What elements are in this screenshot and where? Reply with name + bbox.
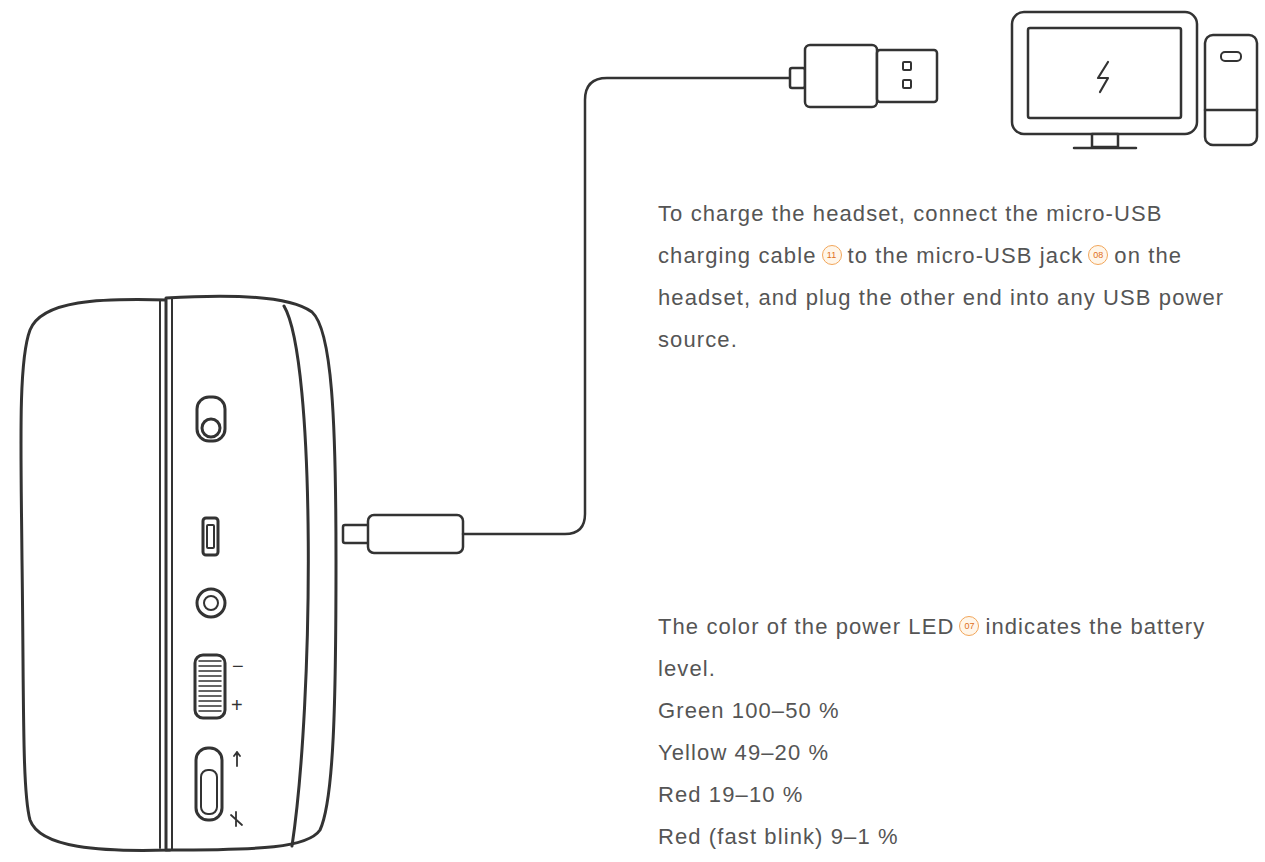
audio-jack-inner — [204, 596, 218, 610]
usb-a-hole — [903, 62, 911, 70]
micro-usb-jack-inner — [207, 525, 214, 548]
mic-on-symbol — [234, 752, 240, 766]
mute-slider-knob — [201, 770, 217, 814]
volume-sign: + — [231, 695, 243, 715]
seam — [159, 300, 161, 848]
callout-number: 11 — [822, 245, 842, 265]
usb-a-metal — [877, 50, 937, 102]
ear-cushion — [21, 299, 170, 850]
monitor-stand — [1092, 134, 1118, 147]
monitor-screen — [1028, 28, 1181, 118]
knurl-line — [199, 675, 221, 677]
micro-usb-jack — [203, 518, 218, 555]
power-symbol — [1098, 62, 1108, 92]
battery-level-text: Yellow 49–20 % — [658, 732, 1218, 774]
audio-jack — [197, 589, 225, 617]
battery-level-text: Green 100–50 % — [658, 690, 1218, 732]
micro-usb-plug — [368, 515, 463, 553]
battery-level-text: Red (fast blink) 9–1 % — [658, 816, 1218, 858]
seam — [171, 298, 173, 850]
tower-button — [1221, 52, 1241, 61]
callout-number: 07 — [959, 616, 979, 636]
knurl-line — [199, 690, 221, 692]
knurl-line — [199, 695, 221, 697]
mute-slider — [196, 748, 222, 820]
power-switch — [197, 397, 225, 441]
knurl-line — [199, 680, 221, 682]
knurl-line — [199, 710, 221, 712]
micro-usb-plug-tip — [343, 525, 369, 543]
callout-number: 08 — [1088, 245, 1108, 265]
instruction-text: The color of the power LED — [658, 614, 954, 639]
monitor — [1012, 12, 1197, 134]
housing-edge — [284, 306, 308, 846]
computer-tower — [1205, 35, 1257, 145]
knurl-line — [199, 670, 221, 672]
ear-cup-housing — [166, 296, 336, 850]
usb-a-hole — [903, 80, 911, 88]
monitor-base — [1074, 147, 1136, 150]
tower-line — [1205, 109, 1257, 112]
usb-a-plug — [805, 45, 877, 107]
volume-sign: − — [232, 656, 244, 676]
power-led — [202, 419, 220, 437]
mic-mute-symbol — [231, 812, 242, 826]
usb-a-strain-relief — [790, 68, 805, 88]
battery-level-legend: The color of the power LED07indicates th… — [658, 606, 1218, 858]
knurl-line — [199, 700, 221, 702]
instruction-text: to the micro-USB jack — [848, 243, 1084, 268]
battery-level-text: Red 19–10 % — [658, 774, 1218, 816]
knurl-line — [199, 660, 221, 662]
knurl-line — [199, 705, 221, 707]
volume-wheel — [195, 655, 225, 718]
knurl-line — [199, 685, 221, 687]
charging-instructions: To charge the headset, connect the micro… — [658, 193, 1258, 361]
knurl-line — [199, 665, 221, 667]
